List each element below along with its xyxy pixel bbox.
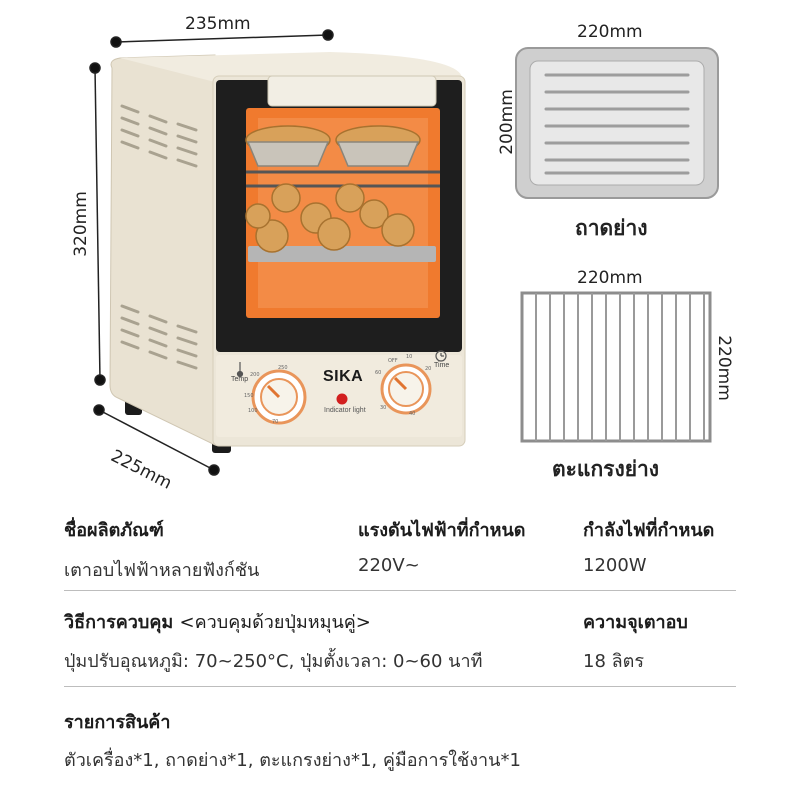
time-tick-label: 10 (406, 354, 413, 360)
control-note: <ควบคุมด้วยปุ่มหมุนคู่> (179, 612, 371, 633)
wire-rack-illustration (520, 291, 712, 443)
capacity-heading: ความจุเตาอบ (583, 612, 688, 633)
rack-wires (535, 293, 705, 441)
divider (64, 686, 736, 687)
oven-food (245, 125, 421, 253)
tray-width-label: 220mm (577, 22, 643, 42)
contents-heading: รายการสินค้า (64, 712, 171, 733)
oven-side-panel (109, 54, 216, 446)
temp-label: Temp (231, 376, 249, 383)
time-tick-label: 40 (409, 411, 416, 417)
control-heading-text: วิธีการควบคุม (64, 612, 174, 633)
temp-tick-label: 150 (244, 393, 254, 399)
temp-tick-label: 200 (250, 372, 260, 378)
product-name-value: เตาอบไฟฟ้าหลายฟังก์ชัน (64, 560, 260, 581)
oven-width-label: 235mm (185, 14, 251, 34)
temp-tick-label: 70 (272, 419, 279, 425)
time-tick-label: OFF (388, 358, 398, 364)
oven-top (120, 52, 462, 82)
door-handle (267, 75, 437, 107)
tray-inner (529, 60, 705, 186)
product-name-heading: ชื่อผลิตภัณฑ์ (64, 520, 164, 541)
tray-ridges (544, 73, 690, 175)
temp-tick-label: 250 (278, 365, 288, 371)
thermometer-icon (236, 362, 244, 378)
tray-depth-label: 200mm (496, 89, 517, 155)
rack-depth-label: 220mm (713, 335, 734, 401)
power-heading: กำลังไฟที่กำหนด (583, 520, 715, 541)
rack-caption: ตะแกรงย่าง (552, 457, 660, 481)
temperature-knob[interactable] (251, 369, 307, 425)
control-value: ปุ่มปรับอุณหภูมิ: 70~250°C, ปุ่มตั้งเวลา… (64, 651, 483, 672)
time-tick-label: 20 (425, 366, 432, 372)
timer-knob[interactable] (380, 363, 432, 415)
baking-tray-illustration (515, 47, 719, 199)
tray-caption: ถาดย่าง (575, 216, 648, 240)
indicator-light (336, 393, 348, 405)
contents-value: ตัวเครื่อง*1, ถาดย่าง*1, ตะแกรงย่าง*1, ค… (64, 750, 521, 771)
rack-width-label: 220mm (577, 268, 643, 288)
oven-height-label: 320mm (70, 191, 91, 257)
voltage-value: 220V~ (358, 555, 420, 576)
time-tick-label: 30 (380, 405, 387, 411)
rack-frame (520, 291, 712, 443)
time-label: Time (434, 362, 450, 369)
indicator-light-label: Indicator light (324, 407, 366, 414)
oven-inner-tray (248, 246, 436, 262)
time-tick-label: 60 (375, 370, 382, 376)
divider (64, 590, 736, 591)
side-vents (120, 104, 198, 370)
dimension-lines (89, 29, 334, 476)
voltage-heading: แรงดันไฟฟ้าที่กำหนด (358, 520, 526, 541)
brand-logo: SIKA (323, 368, 364, 385)
oven-illustration (89, 29, 466, 476)
control-heading: วิธีการควบคุม <ควบคุมด้วยปุ่มหมุนคู่> (64, 607, 371, 636)
temp-tick-label: 100 (248, 408, 258, 414)
clock-icon (435, 350, 447, 362)
power-value: 1200W (583, 555, 647, 576)
capacity-value: 18 ลิตร (583, 651, 645, 672)
